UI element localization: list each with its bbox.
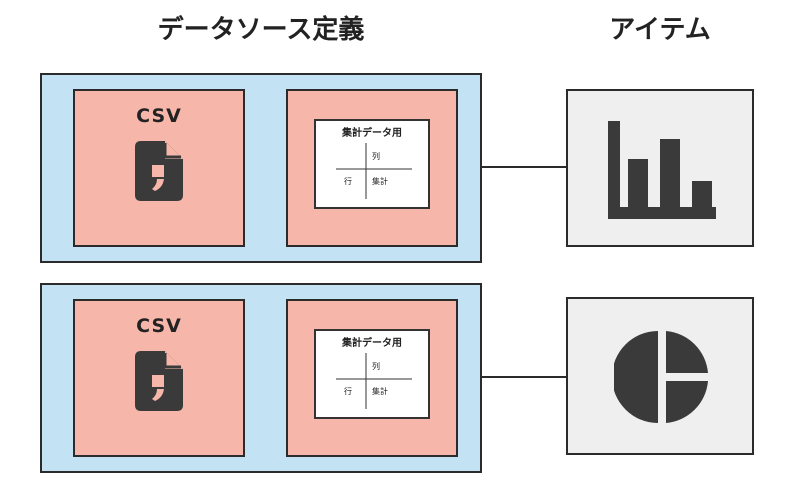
item-box [566,89,754,247]
data-source-definition-heading: データソース定義 [157,15,365,45]
csv-tile: CSV [73,299,245,457]
crosstab-grid-lines [336,143,412,199]
csv-label: CSV [136,105,182,127]
aggregate-row-label: 行 [344,387,352,396]
csv-file-icon [135,351,183,411]
csv-label: CSV [136,315,182,337]
csv-file-icon [135,141,183,201]
aggregate-data-tile: 集計データ用 列 行 集計 [286,299,458,457]
bar-chart-icon [608,121,716,219]
aggregate-value-label: 集計 [372,177,388,186]
aggregate-value-label: 集計 [372,387,388,396]
csv-tile: CSV [73,89,245,247]
connector-line [482,376,566,378]
aggregate-data-card: 集計データ用 列 行 集計 [314,119,430,209]
aggregate-row-label: 行 [344,177,352,186]
data-source-group: CSV 集計データ用 列 行 集計 [40,283,482,473]
aggregate-column-label: 列 [372,152,380,161]
item-heading: アイテム [609,15,711,45]
item-box [566,297,754,455]
aggregate-column-label: 列 [372,362,380,371]
pie-chart-icon [614,331,708,423]
aggregate-data-card: 集計データ用 列 行 集計 [314,329,430,419]
aggregate-card-title: 集計データ用 [342,338,402,349]
aggregate-card-title: 集計データ用 [342,128,402,139]
data-source-group: CSV 集計データ用 列 行 集計 [40,73,482,263]
connector-line [482,166,566,168]
crosstab-grid-lines [336,353,412,409]
aggregate-data-tile: 集計データ用 列 行 集計 [286,89,458,247]
